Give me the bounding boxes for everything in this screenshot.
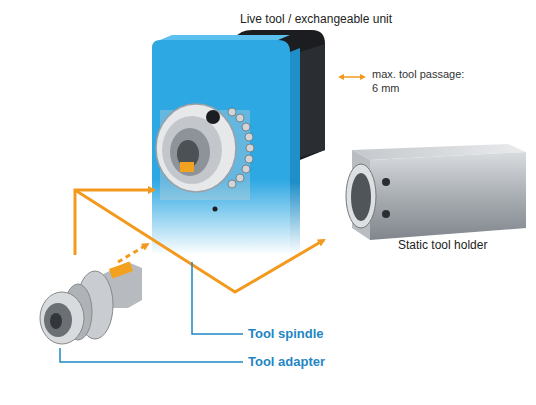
static-tool-holder [346, 144, 526, 240]
arrow-to-holder [75, 190, 324, 292]
live-tool-unit [152, 30, 325, 255]
passage-arrow [338, 74, 366, 80]
part-label: Tool adapter [248, 354, 325, 370]
arrow-adapter [118, 244, 148, 262]
tool-adapter [40, 262, 142, 344]
part-label: Tool spindle [248, 326, 324, 342]
assembly-arrows [75, 190, 324, 292]
leader-lines [60, 262, 243, 362]
unit-label: Live tool / exchangeable unit [240, 12, 392, 27]
part-label: Static tool holder [398, 238, 487, 253]
dimension-label: max. tool passage: 6 mm [372, 68, 468, 96]
arrow-to-spindle [75, 190, 154, 255]
